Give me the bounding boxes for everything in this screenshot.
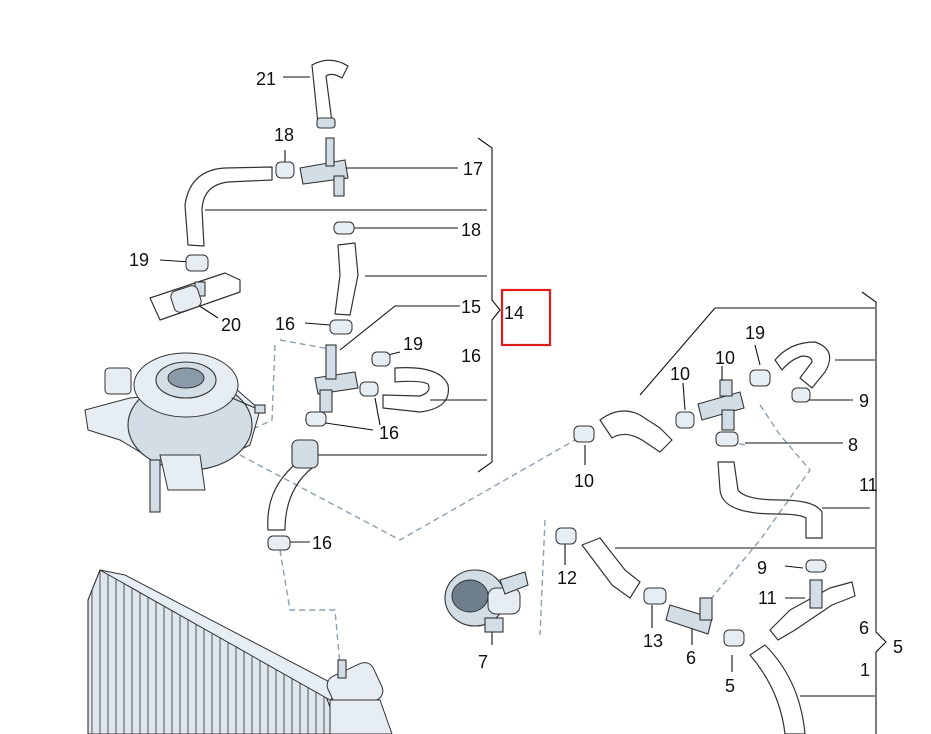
callout-18: 18	[461, 220, 481, 240]
callout-7: 12	[557, 568, 577, 588]
leader-lines	[159, 76, 875, 697]
callout-5: 6	[686, 648, 696, 668]
callout-19: 19	[403, 334, 423, 354]
callout-5: 6	[859, 618, 869, 638]
callout-20: 20	[221, 315, 241, 335]
fittings-left	[170, 117, 391, 551]
callout-labels: 21 18 17 18 19 20 15 14 16 16 19 16 16 1…	[129, 69, 903, 696]
callout-6: 13	[643, 631, 663, 651]
expansion-tank	[84, 352, 266, 513]
hoses-left	[149, 59, 450, 531]
callout-15: 15	[461, 297, 481, 317]
callout-6: 1	[860, 660, 870, 680]
callout-9: 10	[715, 348, 735, 368]
callout-12: 11	[758, 588, 777, 608]
callout-1: 5	[893, 637, 903, 657]
callout-16: 16	[379, 423, 399, 443]
callout-19: 16	[312, 533, 332, 553]
callout-16: 16	[275, 314, 295, 334]
group-brackets	[477, 137, 887, 734]
callout-13: 7	[478, 652, 488, 672]
coolant-pump	[444, 569, 529, 633]
callout-17: 17	[463, 159, 483, 179]
callout-6: 5	[725, 676, 735, 696]
callout-11: 9	[757, 558, 767, 578]
callout-18: 18	[274, 125, 294, 145]
callout-19: 19	[129, 250, 149, 270]
callout-14: 14	[504, 303, 524, 323]
callout-8: 9	[859, 391, 869, 411]
callout-9: 11	[859, 475, 878, 495]
callout-10: 8	[848, 435, 858, 455]
callout-16: 16	[461, 346, 481, 366]
highlight-box	[500, 288, 552, 347]
callout-21: 21	[256, 69, 276, 89]
callout-11: 10	[574, 471, 594, 491]
callout-10: 19	[745, 323, 765, 343]
radiator	[87, 569, 393, 734]
callout-10: 10	[670, 364, 690, 384]
fittings-right	[555, 369, 827, 647]
